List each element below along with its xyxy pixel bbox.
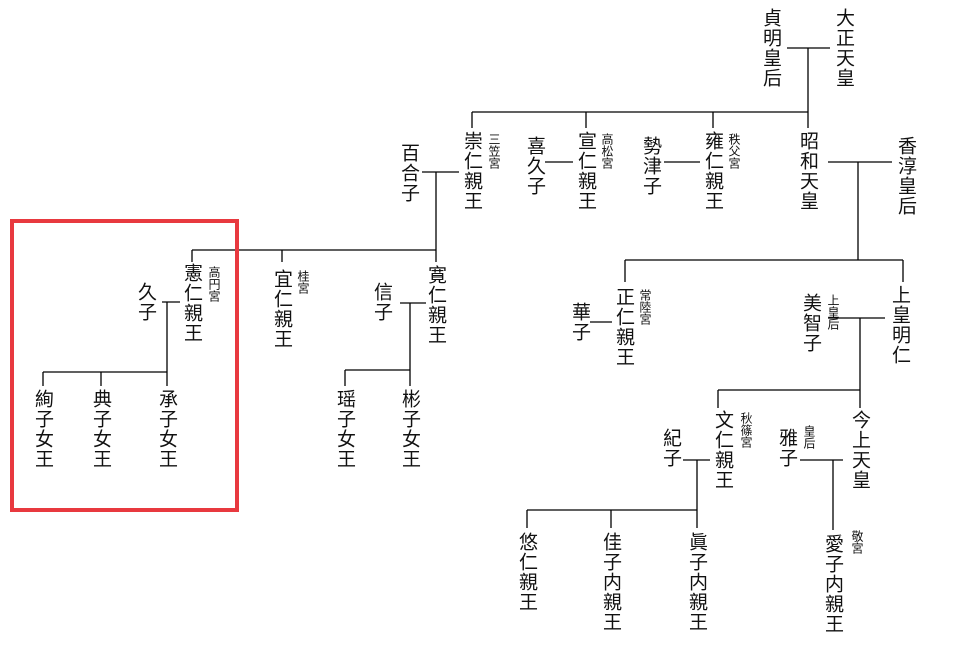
person-kojun: 香淳皇后 (895, 136, 917, 216)
title-hitachi: 常陸宮 (638, 289, 652, 325)
title-fumihito: 秋篠宮 (739, 412, 753, 448)
title-katsura: 桂宮 (296, 270, 310, 294)
person-fumihito: 文仁親王 (712, 410, 734, 490)
person-taisho: 大正天皇 (833, 8, 855, 88)
person-kikuko: 喜久子 (524, 136, 546, 196)
person-yoko: 瑶子女王 (334, 389, 356, 469)
person-mako: 眞子内親王 (686, 532, 708, 632)
title-norihito: 高円宮 (207, 266, 221, 302)
person-tomohito: 寛仁親王 (425, 265, 447, 345)
person-hitachi: 正仁親王 (613, 287, 635, 367)
person-yuriko: 百合子 (398, 143, 420, 203)
person-noriko: 典子女王 (90, 389, 112, 469)
person-tsuguko: 承子女王 (156, 389, 178, 469)
person-takamatsu: 宣仁親王 (575, 131, 597, 211)
person-showa: 昭和天皇 (797, 131, 819, 211)
title-takamatsu: 高松宮 (600, 133, 614, 169)
title-masako: 皇后 (802, 425, 816, 449)
person-tenno: 今上天皇 (849, 410, 871, 490)
title-mikasa: 三笠宮 (487, 133, 501, 169)
person-nobuko: 信子 (371, 282, 393, 322)
person-kako: 佳子内親王 (600, 532, 622, 632)
person-mikasa: 崇仁親王 (461, 131, 483, 211)
title-aiko: 敬宮 (850, 530, 864, 554)
person-katsura: 宜仁親王 (271, 269, 293, 349)
person-teimei: 貞明皇后 (760, 8, 782, 88)
title-michiko: 上皇后 (826, 294, 840, 330)
person-michiko: 美智子 (800, 293, 822, 353)
person-ayako: 絢子女王 (32, 389, 54, 469)
person-hisako: 久子 (135, 282, 157, 322)
person-akiko: 彬子女王 (399, 389, 421, 469)
person-masako: 雅子 (776, 428, 798, 468)
person-chichibu: 雍仁親王 (702, 131, 724, 211)
person-norihito: 憲仁親王 (181, 263, 203, 343)
person-setsuko: 勢津子 (640, 136, 662, 196)
person-aiko: 愛子内親王 (822, 534, 844, 634)
highlight-box (10, 219, 239, 512)
person-hanako: 華子 (569, 302, 591, 342)
person-joko: 上皇明仁 (889, 285, 911, 365)
person-kiko: 紀子 (660, 428, 682, 468)
title-chichibu: 秩父宮 (727, 133, 741, 169)
person-hisahito: 悠仁親王 (516, 532, 538, 612)
